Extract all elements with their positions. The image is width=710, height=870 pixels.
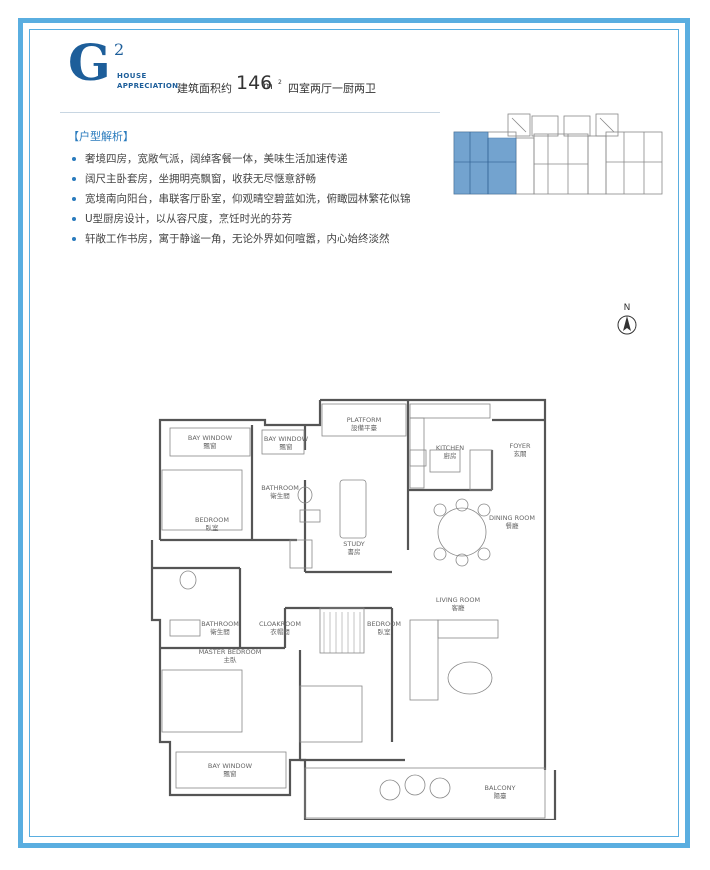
balcony-label-cn: 陽臺 — [494, 791, 508, 800]
floor-plan: PLATFORM 設備平臺 BAY WINDOW 飄窗 BAY WINDOW 飄… — [150, 398, 557, 820]
logo-appreciation-text: APPRECIATION — [117, 82, 179, 90]
bedroom-2-label-cn: 臥室 — [378, 627, 392, 636]
feature-item: 轩敞工作书房，寓于静谧一角，无论外界如何喧嚣，内心始终淡然 — [72, 231, 390, 246]
bay-window-1-label-cn: 飄窗 — [204, 441, 217, 450]
north-label: N — [624, 303, 631, 313]
bathroom-1-label-cn: 衛生間 — [270, 491, 290, 500]
inner-frame — [29, 29, 679, 837]
bullet-icon — [72, 217, 76, 221]
platform-label: PLATFORM — [347, 416, 382, 424]
bedroom-1-label: BEDROOM — [195, 516, 229, 524]
study-label: STUDY — [343, 540, 365, 548]
feature-item: 阔尺主卧套房，坐拥明亮飘窗，收获无尽惬意舒畅 — [72, 171, 316, 186]
cloakroom-label: CLOAKROOM — [259, 620, 301, 628]
bay-window-3-label: BAY WINDOW — [208, 762, 253, 770]
outer-frame — [18, 18, 690, 848]
header-divider — [60, 112, 440, 113]
cloakroom-label-cn: 衣帽間 — [270, 627, 290, 636]
bay-window-1-label: BAY WINDOW — [188, 434, 233, 442]
bay-window-3-label-cn: 飄窗 — [224, 769, 237, 778]
bay-window-2-label: BAY WINDOW — [264, 435, 309, 443]
master-bedroom-label-cn: 主臥 — [224, 655, 238, 664]
dining-room-label: DINING ROOM — [489, 514, 535, 522]
area-value: 146 — [236, 72, 273, 94]
dining-room-label-cn: 餐廳 — [506, 521, 520, 530]
foyer-label-cn: 玄關 — [514, 449, 527, 458]
bullet-icon — [72, 157, 76, 161]
section-title: 【户型解析】 — [68, 130, 134, 143]
living-room-label: LIVING ROOM — [436, 596, 480, 604]
bedroom-2-label: BEDROOM — [367, 620, 401, 628]
highlighted-unit — [453, 131, 517, 195]
kitchen-label: KITCHEN — [436, 444, 464, 452]
bullet-icon — [72, 177, 76, 181]
study-label-cn: 書房 — [348, 547, 361, 556]
master-bedroom-label: MASTER BEDROOM — [199, 648, 262, 656]
living-room-label-cn: 客廳 — [452, 603, 466, 612]
feature-item: 奢境四房，宽敞气派，阔绰客餐一体，美味生活加速传递 — [72, 151, 348, 166]
bathroom-2-label-cn: 衛生間 — [210, 627, 230, 636]
logo-house-text: HOUSE — [117, 72, 147, 80]
kitchen-label-cn: 廚房 — [444, 451, 457, 460]
unit-letter: G — [68, 33, 111, 92]
layout-type: 四室两厅一厨两卫 — [288, 82, 376, 95]
bullet-icon — [72, 197, 76, 201]
area-unit: m — [263, 81, 273, 92]
feature-item: U型厨房设计，以从容尺度，烹饪时光的芬芳 — [72, 211, 292, 226]
bullet-icon — [72, 237, 76, 241]
bathroom-2-label: BATHROOM — [201, 620, 239, 628]
feature-item: 宽境南向阳台，串联客厅卧室，仰观晴空碧蓝如洗，俯瞰园林繁花似锦 — [72, 191, 411, 206]
key-plan — [453, 113, 663, 195]
unit-number: 2 — [114, 40, 125, 59]
platform-label-cn: 設備平臺 — [351, 423, 378, 432]
bay-window-2-label-cn: 飄窗 — [280, 442, 293, 451]
bathroom-1-label: BATHROOM — [261, 484, 299, 492]
balcony-label: BALCONY — [484, 784, 515, 792]
area-unit-sup: 2 — [278, 79, 282, 86]
area-label: 建筑面积约 — [177, 82, 232, 95]
bedroom-1-label-cn: 臥室 — [206, 523, 220, 532]
north-arrow-icon: N — [617, 303, 637, 335]
foyer-label: FOYER — [509, 442, 531, 450]
